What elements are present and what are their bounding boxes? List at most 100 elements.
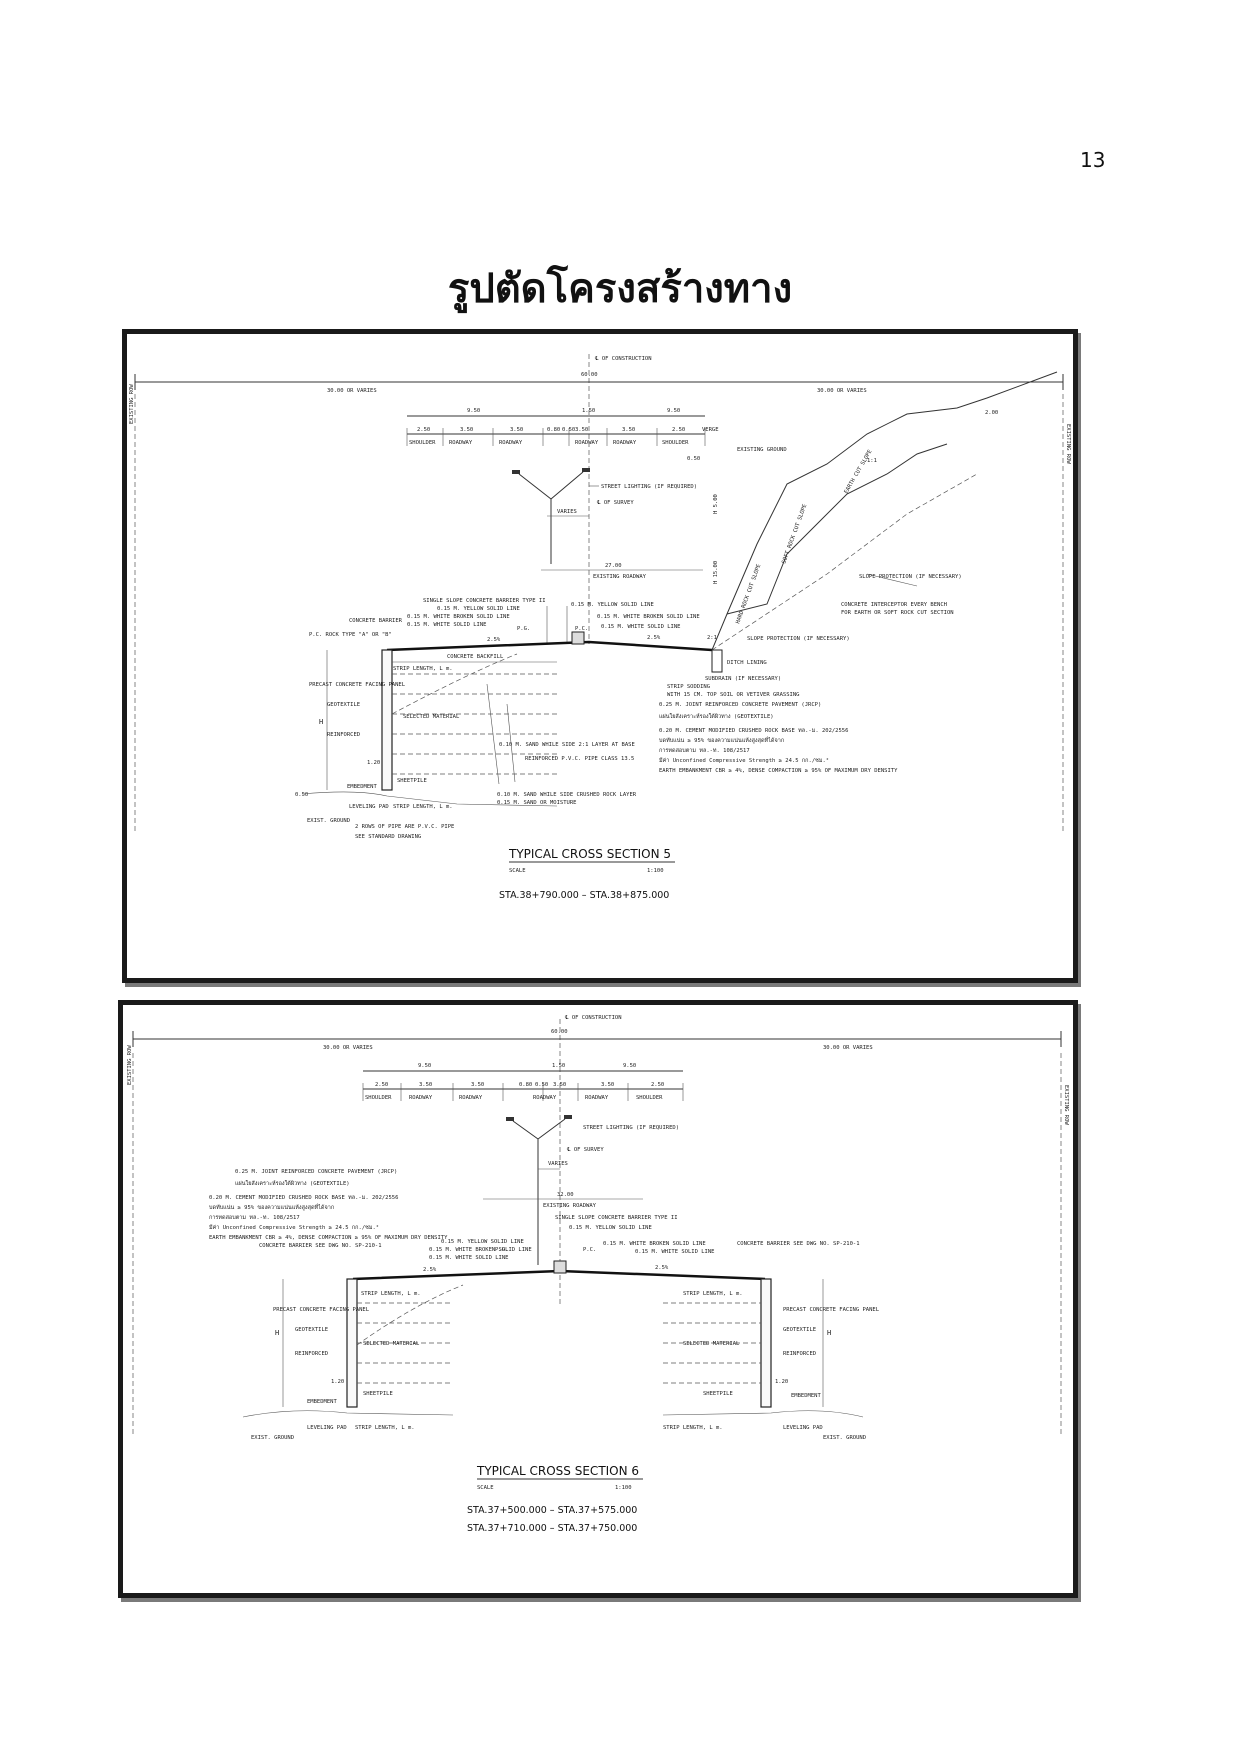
- s5-dim-950-left: 9.50: [467, 408, 480, 414]
- s5-lane-2: ROADWAY: [499, 440, 523, 446]
- s5-bottom-note1: 0.10 M. SAND WHILE SIDE CRUSHED ROCK LAY…: [497, 792, 637, 798]
- s5-dim-1-1: 1:1: [867, 458, 877, 464]
- s5-compaction-th: บดทับแน่น ≥ 95% ของความแน่นแห้งสูงสุดที่…: [659, 736, 784, 744]
- s6-white-solid: 0.15 M. WHITE SOLID LINE: [429, 1255, 508, 1261]
- s5-street-lighting: STREET LIGHTING (IF REQUIRED): [601, 484, 697, 490]
- s5-h-max-15: H 15.00: [713, 561, 719, 584]
- s6-barrier: SINGLE SLOPE CONCRETE BARRIER TYPE II: [555, 1215, 678, 1221]
- s5-pc: P.C.: [575, 626, 588, 632]
- s6-precast-panel-r: PRECAST CONCRETE FACING PANEL: [783, 1307, 880, 1313]
- s5-lane-3: ROADWAY: [575, 440, 599, 446]
- s6-lane-0: SHOULDER: [365, 1095, 392, 1101]
- s6-title: TYPICAL CROSS SECTION 6: [476, 1464, 639, 1478]
- s5-pg: P.G.: [517, 626, 530, 632]
- s6-dim-4: 0.50: [535, 1082, 548, 1088]
- s6-yellow-line: 0.15 M. YELLOW SOLID LINE: [441, 1239, 524, 1245]
- s5-exist-ground: EXIST. GROUND: [307, 818, 350, 824]
- s5-dim-3: 0.80: [547, 427, 560, 433]
- s6-slope-left: 2.5%: [423, 1267, 437, 1273]
- s6-varies: VARIES: [548, 1161, 568, 1167]
- s5-hard-rock: HARD ROCK CUT SLOPE: [735, 564, 762, 625]
- s6-roadway-width: 32.00: [557, 1192, 574, 1198]
- s5-h-label: H: [319, 718, 323, 726]
- s5-selected-material: SELECTED MATERIAL: [403, 714, 460, 720]
- s6-strip-length-r: STRIP LENGTH, L m.: [683, 1291, 743, 1297]
- cross-section-6-drawing: ℄ OF CONSTRUCTION 60.00 30.00 OR VARIES …: [118, 1000, 1078, 1598]
- s5-roadway-width: 27.00: [605, 563, 622, 569]
- s6-white-broken-r: 0.15 M. WHITE BROKEN SOLID LINE: [603, 1241, 706, 1247]
- cross-section-5-drawing: ℄ OF CONSTRUCTION 60.00 30.00 OR VARIES …: [122, 329, 1078, 983]
- s6-pc: P.C.: [583, 1247, 596, 1253]
- s5-existing-roadway: EXISTING ROADWAY: [593, 574, 647, 580]
- s5-edge-left: EXISTING ROW: [129, 384, 135, 424]
- s5-strip-length-bottom: STRIP LENGTH, L m.: [393, 804, 453, 810]
- s5-dim-0: 2.50: [417, 427, 430, 433]
- s5-unconfined: มีค่า Unconfined Compressive Strength ≥ …: [659, 757, 829, 764]
- s5-geotextile-th: แผ่นใยสังเคราะห์รองใต้ผิวทาง (GEOTEXTILE…: [659, 713, 774, 720]
- s5-lane-1: ROADWAY: [449, 440, 473, 446]
- s6-lane-3: ROADWAY: [533, 1095, 557, 1101]
- s6-selected-l: SELECTED MATERIAL: [363, 1341, 420, 1347]
- s6-dim-950-right: 9.50: [623, 1063, 636, 1069]
- s5-bottom-note2: 0.15 M. SAND OR MOISTURE: [497, 800, 576, 806]
- s5-slope-prot2: SLOPE PROTECTION (IF NECESSARY): [747, 636, 850, 642]
- s5-slope-right: 2.5%: [647, 635, 661, 641]
- s5-lamp-left: [512, 470, 520, 474]
- s6-facing-panel-left: [346, 1278, 358, 1408]
- s5-scale: SCALE: [509, 868, 526, 874]
- s6-embedment-l: EMBEDMENT: [307, 1399, 337, 1405]
- s6-lane-1: ROADWAY: [409, 1095, 433, 1101]
- s6-geotextile-r: GEOTEXTILE: [783, 1327, 816, 1333]
- s5-standard-drawing: SEE STANDARD DRAWING: [355, 834, 421, 840]
- s5-survey: ℄ OF SURVEY: [596, 500, 634, 506]
- s6-facing-panel-right: [760, 1278, 772, 1408]
- s6-edge-left: EXISTING ROW: [127, 1045, 133, 1085]
- s5-sheetpile: SHEETPILE: [397, 778, 427, 784]
- s5-concrete-backfill: CONCRETE BACKFILL: [447, 654, 504, 660]
- s6-cement-base: 0.20 M. CEMENT MODIFIED CRUSHED ROCK BAS…: [209, 1195, 398, 1201]
- s5-concrete-barrier: CONCRETE BARRIER: [349, 618, 403, 624]
- s5-lane-4: ROADWAY: [613, 440, 637, 446]
- s6-yellow-line-r: 0.15 M. YELLOW SOLID LINE: [569, 1225, 652, 1231]
- s6-dim-2: 3.50: [471, 1082, 484, 1088]
- s5-yellow-line-r: 0.15 M. YELLOW SOLID LINE: [571, 602, 654, 608]
- s5-dim-120: 1.20: [367, 760, 380, 766]
- s6-slope-right: 2.5%: [655, 1265, 669, 1271]
- s5-centerline: ℄ OF CONSTRUCTION: [594, 356, 652, 362]
- s6-survey: ℄ OF SURVEY: [566, 1147, 604, 1153]
- s5-slope-prot1: SLOPE PROTECTION (IF NECESSARY): [859, 574, 962, 580]
- s5-facing-panel: [381, 649, 393, 791]
- s6-lane-2: ROADWAY: [459, 1095, 483, 1101]
- s5-white-solid: 0.15 M. WHITE SOLID LINE: [407, 622, 486, 628]
- s5-sta: STA.38+790.000 – STA.38+875.000: [499, 890, 669, 901]
- s6-reinforced-l: REINFORCED: [295, 1351, 328, 1357]
- s6-jrcp: 0.25 M. JOINT REINFORCED CONCRETE PAVEME…: [235, 1169, 397, 1175]
- s6-selected-r: SELECTED MATERIAL: [683, 1341, 740, 1347]
- s6-lane-5: SHOULDER: [636, 1095, 663, 1101]
- s5-verge-dim: 0.50: [687, 456, 700, 462]
- s5-lane-5: SHOULDER: [662, 440, 689, 446]
- s5-interceptor: CONCRETE INTERCEPTOR EVERY BENCH: [841, 602, 947, 608]
- s5-white-broken: 0.15 M. WHITE BROKEN SOLID LINE: [407, 614, 510, 620]
- s6-dim-3: 0.80: [519, 1082, 532, 1088]
- s6-sta2: STA.37+710.000 – STA.37+750.000: [467, 1523, 637, 1534]
- s6-sta1: STA.37+500.000 – STA.37+575.000: [467, 1505, 637, 1516]
- s5-dim-050: 0.50: [295, 792, 308, 798]
- s6-dim-7: 2.50: [651, 1082, 664, 1088]
- s6-existing-roadway: EXISTING ROADWAY: [543, 1203, 597, 1209]
- s5-dim-1: 3.50: [460, 427, 473, 433]
- s5-earth-embank: EARTH EMBANKMENT CBR ≥ 4%, DENSE COMPACT…: [659, 768, 898, 774]
- s6-compaction-th: บดทับแน่น ≥ 95% ของความแน่นแห้งสูงสุดที่…: [209, 1203, 334, 1211]
- s6-white-broken: 0.15 M. WHITE BROKEN SOLID LINE: [429, 1247, 532, 1253]
- s5-white-broken-r: 0.15 M. WHITE BROKEN SOLID LINE: [597, 614, 700, 620]
- s5-dim-950-right: 9.50: [667, 408, 680, 414]
- s5-dim-2: 3.50: [510, 427, 523, 433]
- s6-h-l: H: [275, 1329, 279, 1337]
- s6-dim-120-l: 1.20: [331, 1379, 344, 1385]
- s5-topsoil: WITH 15 CM. TOP SOIL OR VETIVER GRASSING: [667, 692, 799, 698]
- s5-existing-ground: EXISTING GROUND: [737, 447, 787, 453]
- s6-h-r: H: [827, 1329, 831, 1337]
- s5-precast-panel: PRECAST CONCRETE FACING PANEL: [309, 682, 406, 688]
- s5-reinforced: REINFORCED: [327, 732, 360, 738]
- s6-edge-right: EXISTING ROW: [1063, 1085, 1069, 1125]
